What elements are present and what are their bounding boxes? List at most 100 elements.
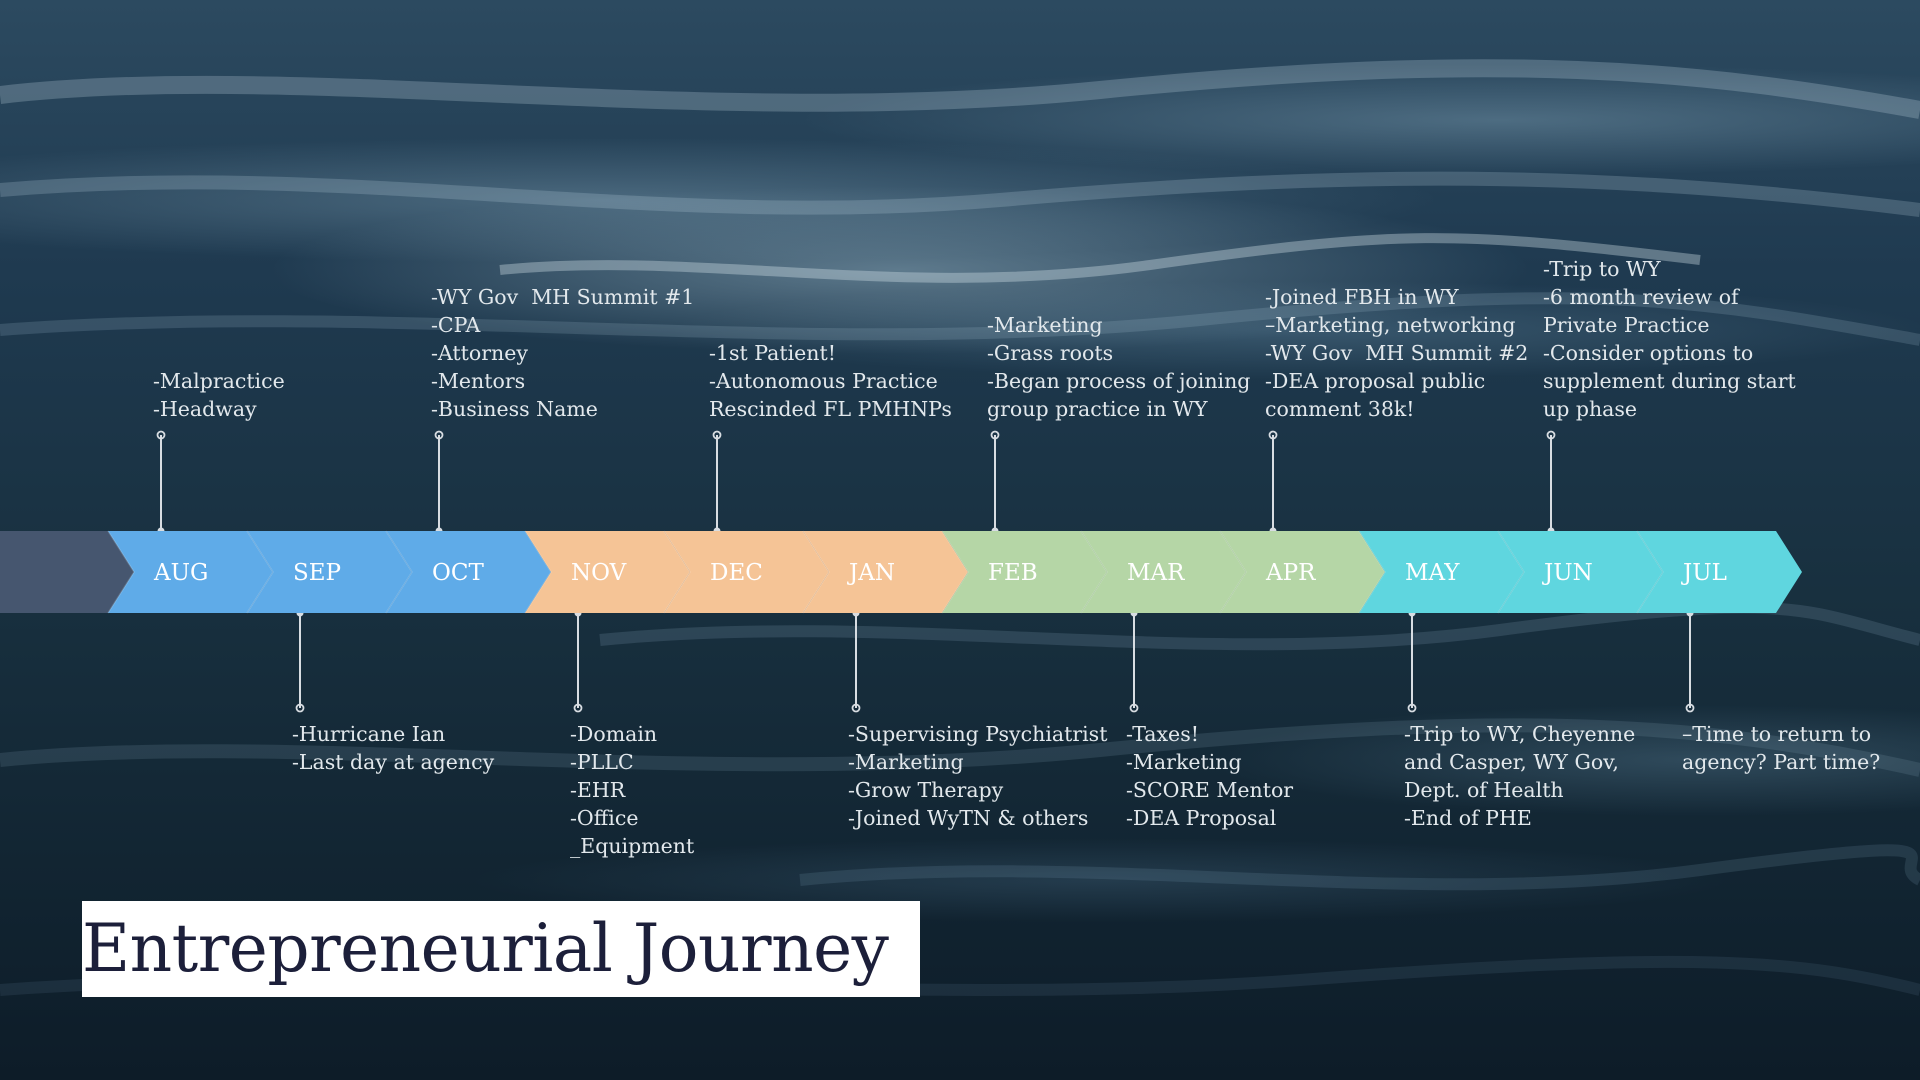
note-line: group practice in WY: [987, 397, 1208, 421]
month-chevron-nov: [525, 531, 690, 613]
note-line: -Taxes!: [1126, 722, 1199, 746]
note-line: –Time to return to: [1682, 722, 1872, 746]
note-line: -6 month review of: [1543, 285, 1739, 309]
chevron-separator: [663, 530, 691, 614]
note-line: -1st Patient!: [709, 341, 836, 365]
note-line: up phase: [1543, 397, 1638, 421]
month-chevron-dec: [664, 531, 829, 613]
connector-end-dot: [156, 430, 166, 440]
note-line: -Grass roots: [987, 341, 1114, 365]
month-label-feb: FEB: [988, 560, 1038, 586]
note-line: and Casper, WY Gov,: [1404, 750, 1619, 774]
note-apr: -Joined FBH in WY –Marketing, networking -…: [1265, 283, 1528, 423]
connector-end-dot: [990, 430, 1000, 440]
note-jan: -Supervising Psychiatrist -Marketing -Grow…: [848, 720, 1107, 832]
note-feb: -Marketing-Grass roots-Began process of …: [987, 311, 1250, 423]
connector-end-dot: [1407, 703, 1417, 713]
note-line: Private Practice: [1543, 313, 1710, 337]
connector-end-dot: [712, 430, 722, 440]
month-chevron-sep: [247, 531, 412, 613]
month-chevron-jun: [1498, 531, 1663, 613]
note-line: -Joined WyTN & others: [848, 806, 1089, 830]
month-label-may: MAY: [1405, 560, 1460, 586]
note-line: -Autonomous Practice: [709, 369, 938, 393]
note-line: -End of PHE: [1404, 806, 1532, 830]
chevron-separator: [941, 530, 969, 614]
month-chevron-aug: [108, 531, 273, 613]
month-label-jul: JUL: [1681, 560, 1727, 586]
month-label-layer: AUG SEP OCT NOV DEC JAN FEB MAR APR MAY JUN JUL: [153, 560, 1727, 586]
note-line: Rescinded FL PMHNPs: [709, 397, 952, 421]
connector-end-dot: [1268, 430, 1278, 440]
note-line: -Trip to WY, Cheyenne: [1404, 722, 1636, 746]
connector-end-dot: [1546, 430, 1556, 440]
month-label-oct: OCT: [432, 560, 484, 586]
chevron-separator: [1497, 530, 1525, 614]
month-label-dec: DEC: [710, 560, 763, 586]
note-line: -EHR: [570, 778, 626, 802]
note-line: -Marketing: [848, 750, 964, 774]
connector-end-dot: [1129, 703, 1139, 713]
note-line: -Consider options to: [1543, 341, 1754, 365]
arrow-band: [0, 530, 1802, 614]
month-chevron-mar: [1081, 531, 1246, 613]
note-oct: -WY Gov MH Summit #1-CPA-Attorney-Mentor…: [431, 283, 694, 423]
chevron-separator: [107, 530, 135, 614]
note-line: -Hurricane Ian: [292, 722, 446, 746]
note-line: -DEA Proposal: [1126, 806, 1277, 830]
note-line: -Domain: [570, 722, 658, 746]
month-chevron-jan: [803, 531, 968, 613]
note-nov: -Domain-PLLC-EHR-Office_Equipment: [570, 720, 694, 860]
chevron-separator: [246, 530, 274, 614]
note-line: -Joined FBH in WY: [1265, 285, 1459, 309]
chevron-separator: [1080, 530, 1108, 614]
note-line: -Grow Therapy: [848, 778, 1004, 802]
note-line: -DEA proposal public: [1265, 369, 1486, 393]
connector-end-dot: [573, 703, 583, 713]
note-mar: -Taxes! -Marketing -SCORE Mentor -DEA Propo…: [1126, 720, 1293, 832]
timeline-lead-segment: [0, 531, 134, 613]
note-line: -Last day at agency: [292, 750, 495, 774]
connector-end-dot: [295, 703, 305, 713]
note-jun: -Trip to WY -6 month review of Private Pra…: [1543, 255, 1796, 423]
month-label-mar: MAR: [1127, 560, 1185, 586]
month-label-jun: JUN: [1542, 560, 1593, 586]
month-chevron-feb: [942, 531, 1107, 613]
note-sep: -Hurricane Ian -Last day at agency: [292, 720, 494, 776]
note-line: –Marketing, networking: [1265, 313, 1516, 337]
note-line: -Malpractice: [153, 369, 285, 393]
page-title: Entrepreneurial Journey: [82, 910, 889, 987]
month-chevron-apr: [1220, 531, 1385, 613]
note-line: supplement during start: [1543, 369, 1796, 393]
connector-end-dot: [1685, 703, 1695, 713]
chevron-separator: [802, 530, 830, 614]
note-line: Dept. of Health: [1404, 778, 1564, 802]
note-line: -Trip to WY: [1543, 257, 1661, 281]
note-line: -Began process of joining: [987, 369, 1251, 393]
note-line: comment 38k!: [1265, 397, 1415, 421]
note-line: -WY Gov MH Summit #1: [431, 285, 695, 309]
note-line: -Headway: [153, 397, 257, 421]
month-label-aug: AUG: [153, 560, 208, 586]
month-label-jan: JAN: [847, 560, 895, 586]
note-line: -Marketing: [1126, 750, 1242, 774]
chevron-separator: [524, 530, 552, 614]
month-chevron-oct: [386, 531, 551, 613]
chevron-separator: [385, 530, 413, 614]
note-line: _Equipment: [570, 834, 695, 858]
month-label-apr: APR: [1265, 560, 1316, 586]
chevron-separator: [1636, 530, 1664, 614]
note-line: -SCORE Mentor: [1126, 778, 1294, 802]
note-line: -Office: [570, 806, 639, 830]
month-chevron-jul: [1637, 531, 1802, 613]
note-line: -Supervising Psychiatrist: [848, 722, 1108, 746]
note-aug: -Malpractice -Headway: [153, 367, 285, 423]
month-label-sep: SEP: [293, 560, 341, 586]
note-may: -Trip to WY, Cheyenne and Casper, WY Gov,…: [1404, 720, 1635, 832]
note-line: -Business Name: [431, 397, 598, 421]
month-label-nov: NOV: [571, 560, 627, 586]
